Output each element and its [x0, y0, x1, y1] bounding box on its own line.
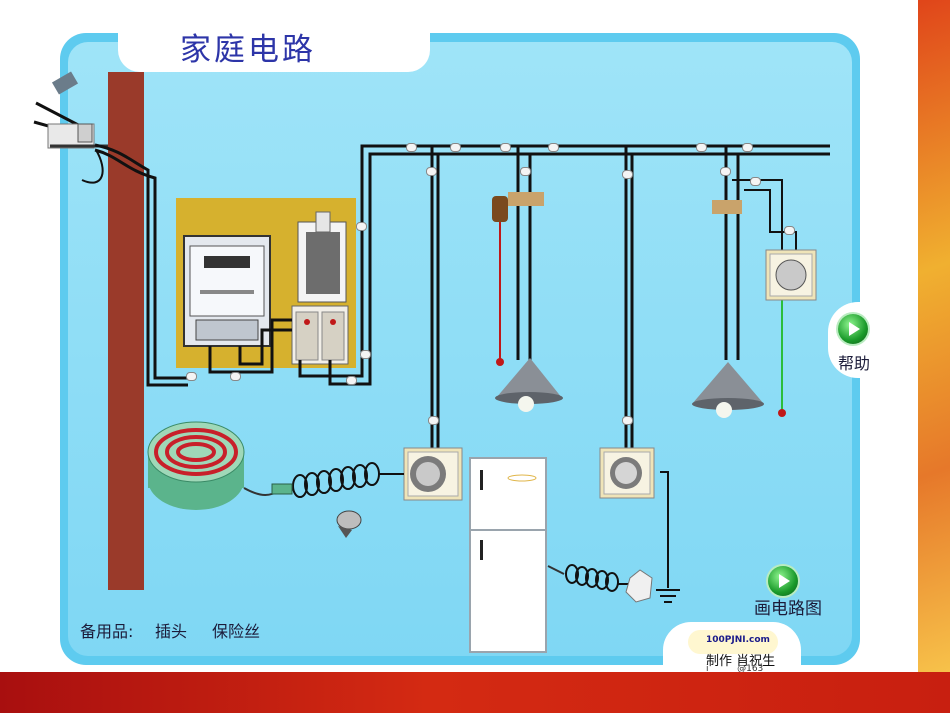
coiled-cord-fridge — [565, 564, 630, 592]
refrigerator-icon — [469, 457, 547, 653]
knife-switch-icon — [297, 211, 347, 303]
play-circle-icon — [849, 322, 860, 336]
insulator — [426, 167, 437, 176]
spare-item-fuse[interactable]: 保险丝 — [212, 622, 261, 641]
decorative-stripe — [918, 0, 950, 672]
play-circle-icon — [779, 574, 790, 588]
spare-parts-label: 备用品: — [80, 622, 134, 641]
draw-circuit-label[interactable]: 画电路图 — [754, 599, 822, 619]
wall-switch-icon — [765, 249, 817, 301]
insulator — [346, 376, 357, 385]
insulator — [720, 167, 731, 176]
insulator — [356, 222, 367, 231]
credit-logo: 100PJNI.com — [706, 635, 770, 645]
bottom-band — [0, 672, 950, 713]
insulator — [750, 177, 761, 186]
insulator — [428, 416, 439, 425]
insulator — [784, 226, 795, 235]
insulator — [622, 416, 633, 425]
help-button[interactable] — [838, 314, 868, 344]
credit-logo-badge — [688, 630, 778, 654]
insulator — [406, 143, 417, 152]
spare-item-plug[interactable]: 插头 — [155, 622, 188, 641]
fridge-plug-icon — [625, 569, 653, 603]
title-tab — [118, 0, 430, 72]
credit-sub: i @163 — [706, 664, 764, 672]
coiled-cord — [292, 462, 404, 498]
help-label[interactable]: 帮助 — [838, 354, 871, 373]
electric-stove-icon — [147, 421, 245, 510]
insulator — [696, 143, 707, 152]
insulator — [520, 167, 531, 176]
credit-text: 制作 肖祝生 — [706, 654, 776, 669]
electric-meter-icon — [183, 235, 271, 347]
wall-socket-3pin-icon — [599, 447, 655, 499]
draw-circuit-button[interactable] — [768, 566, 798, 596]
insulator — [230, 372, 241, 381]
insulator — [500, 143, 511, 152]
insulator — [450, 143, 461, 152]
insulator — [548, 143, 559, 152]
spare-plug-icon — [336, 510, 362, 538]
roof-tile — [51, 71, 79, 95]
insulator — [360, 350, 371, 359]
fuse-box-icon — [291, 305, 349, 365]
insulator — [622, 170, 633, 179]
insulator — [742, 143, 753, 152]
page-title: 家庭电路 — [180, 32, 316, 68]
wall-socket-icon — [403, 447, 463, 501]
insulator — [186, 372, 197, 381]
